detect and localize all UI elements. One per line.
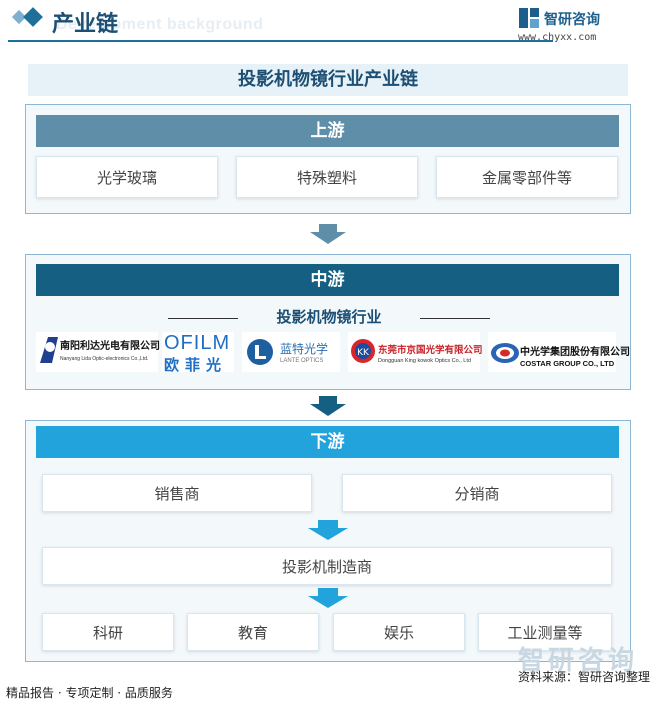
costar-name-en: COSTAR GROUP CO., LTD — [520, 359, 615, 368]
lida-name-en: Nanyang Lida Optic-electronics Co.,Ltd. — [60, 356, 149, 362]
company-logo-ofilm: OFILM 欧菲光 — [162, 332, 234, 374]
application-box: 教育 — [187, 613, 319, 651]
diagram-title: 投影机物镜行业产业链 — [28, 64, 628, 96]
company-logo-lante: 蓝特光学 LANTE OPTICS — [242, 332, 340, 372]
lida-logo-icon — [40, 337, 58, 363]
page-title: 产业链 — [52, 12, 119, 37]
lante-name-en: LANTE OPTICS — [280, 358, 324, 364]
upstream-item: 金属零部件等 — [436, 156, 618, 198]
footer-source: 资料来源：智研咨询整理 — [517, 670, 650, 684]
page-header: Development background 产业链 — [0, 0, 656, 42]
manufacturer-box: 投影机制造商 — [42, 547, 612, 585]
kingkowok-name-cn: 东莞市京国光学有限公司 — [378, 345, 483, 356]
midstream-subtitle-text: 投影机物镜行业 — [276, 308, 382, 326]
company-logo-lida: 南阳利达光电有限公司 Nanyang Lida Optic-electronic… — [36, 332, 160, 372]
kingkowok-name-en: Dongguan King kowok Optics Co., Ltd — [378, 358, 471, 364]
costar-name-cn: 中光学集团股份有限公司 — [520, 347, 630, 358]
header-divider — [8, 40, 553, 42]
ofilm-name-cn: 欧菲光 — [164, 357, 228, 374]
brand-url: www.chyxx.com — [518, 32, 597, 43]
flow-arrow-icon — [310, 224, 346, 244]
flow-arrow-icon — [308, 520, 348, 540]
brand-logo: 智研咨询 www.chyxx.com — [518, 7, 644, 47]
diamond-icon — [23, 7, 43, 27]
upstream-band: 上游 — [36, 115, 619, 147]
flow-arrow-icon — [308, 588, 348, 608]
lante-logo-icon — [247, 339, 273, 365]
upstream-item: 光学玻璃 — [36, 156, 218, 198]
ofilm-name-en: OFILM — [164, 332, 231, 354]
watermark: 智研咨询 — [517, 646, 638, 676]
application-box: 科研 — [42, 613, 174, 651]
midstream-band: 中游 — [36, 264, 619, 296]
channel-box: 销售商 — [42, 474, 312, 512]
application-box: 工业测量等 — [478, 613, 612, 651]
page-footer: 精品报告 · 专项定制 · 品质服务 资料来源：智研咨询整理 — [0, 670, 656, 703]
channel-box: 分销商 — [342, 474, 612, 512]
flow-arrow-icon — [310, 396, 346, 416]
lida-name-cn: 南阳利达光电有限公司 — [60, 341, 160, 352]
logo-mark-icon — [519, 8, 539, 28]
company-logo-kingkowok: KK 东莞市京国光学有限公司 Dongguan King kowok Optic… — [348, 332, 483, 372]
footer-slogan: 精品报告 · 专项定制 · 品质服务 — [6, 686, 173, 700]
company-logo-costar: 中光学集团股份有限公司 COSTAR GROUP CO., LTD — [488, 332, 630, 372]
downstream-band: 下游 — [36, 426, 619, 458]
upstream-item: 特殊塑料 — [236, 156, 418, 198]
brand-name: 智研咨询 — [544, 12, 600, 28]
midstream-subtitle: 投影机物镜行业 — [168, 306, 490, 330]
costar-logo-icon — [491, 343, 519, 363]
application-box: 娱乐 — [333, 613, 465, 651]
lante-name-cn: 蓝特光学 — [280, 342, 329, 356]
kingkowok-logo-icon: KK — [351, 339, 375, 363]
svg-text:KK: KK — [357, 348, 370, 358]
